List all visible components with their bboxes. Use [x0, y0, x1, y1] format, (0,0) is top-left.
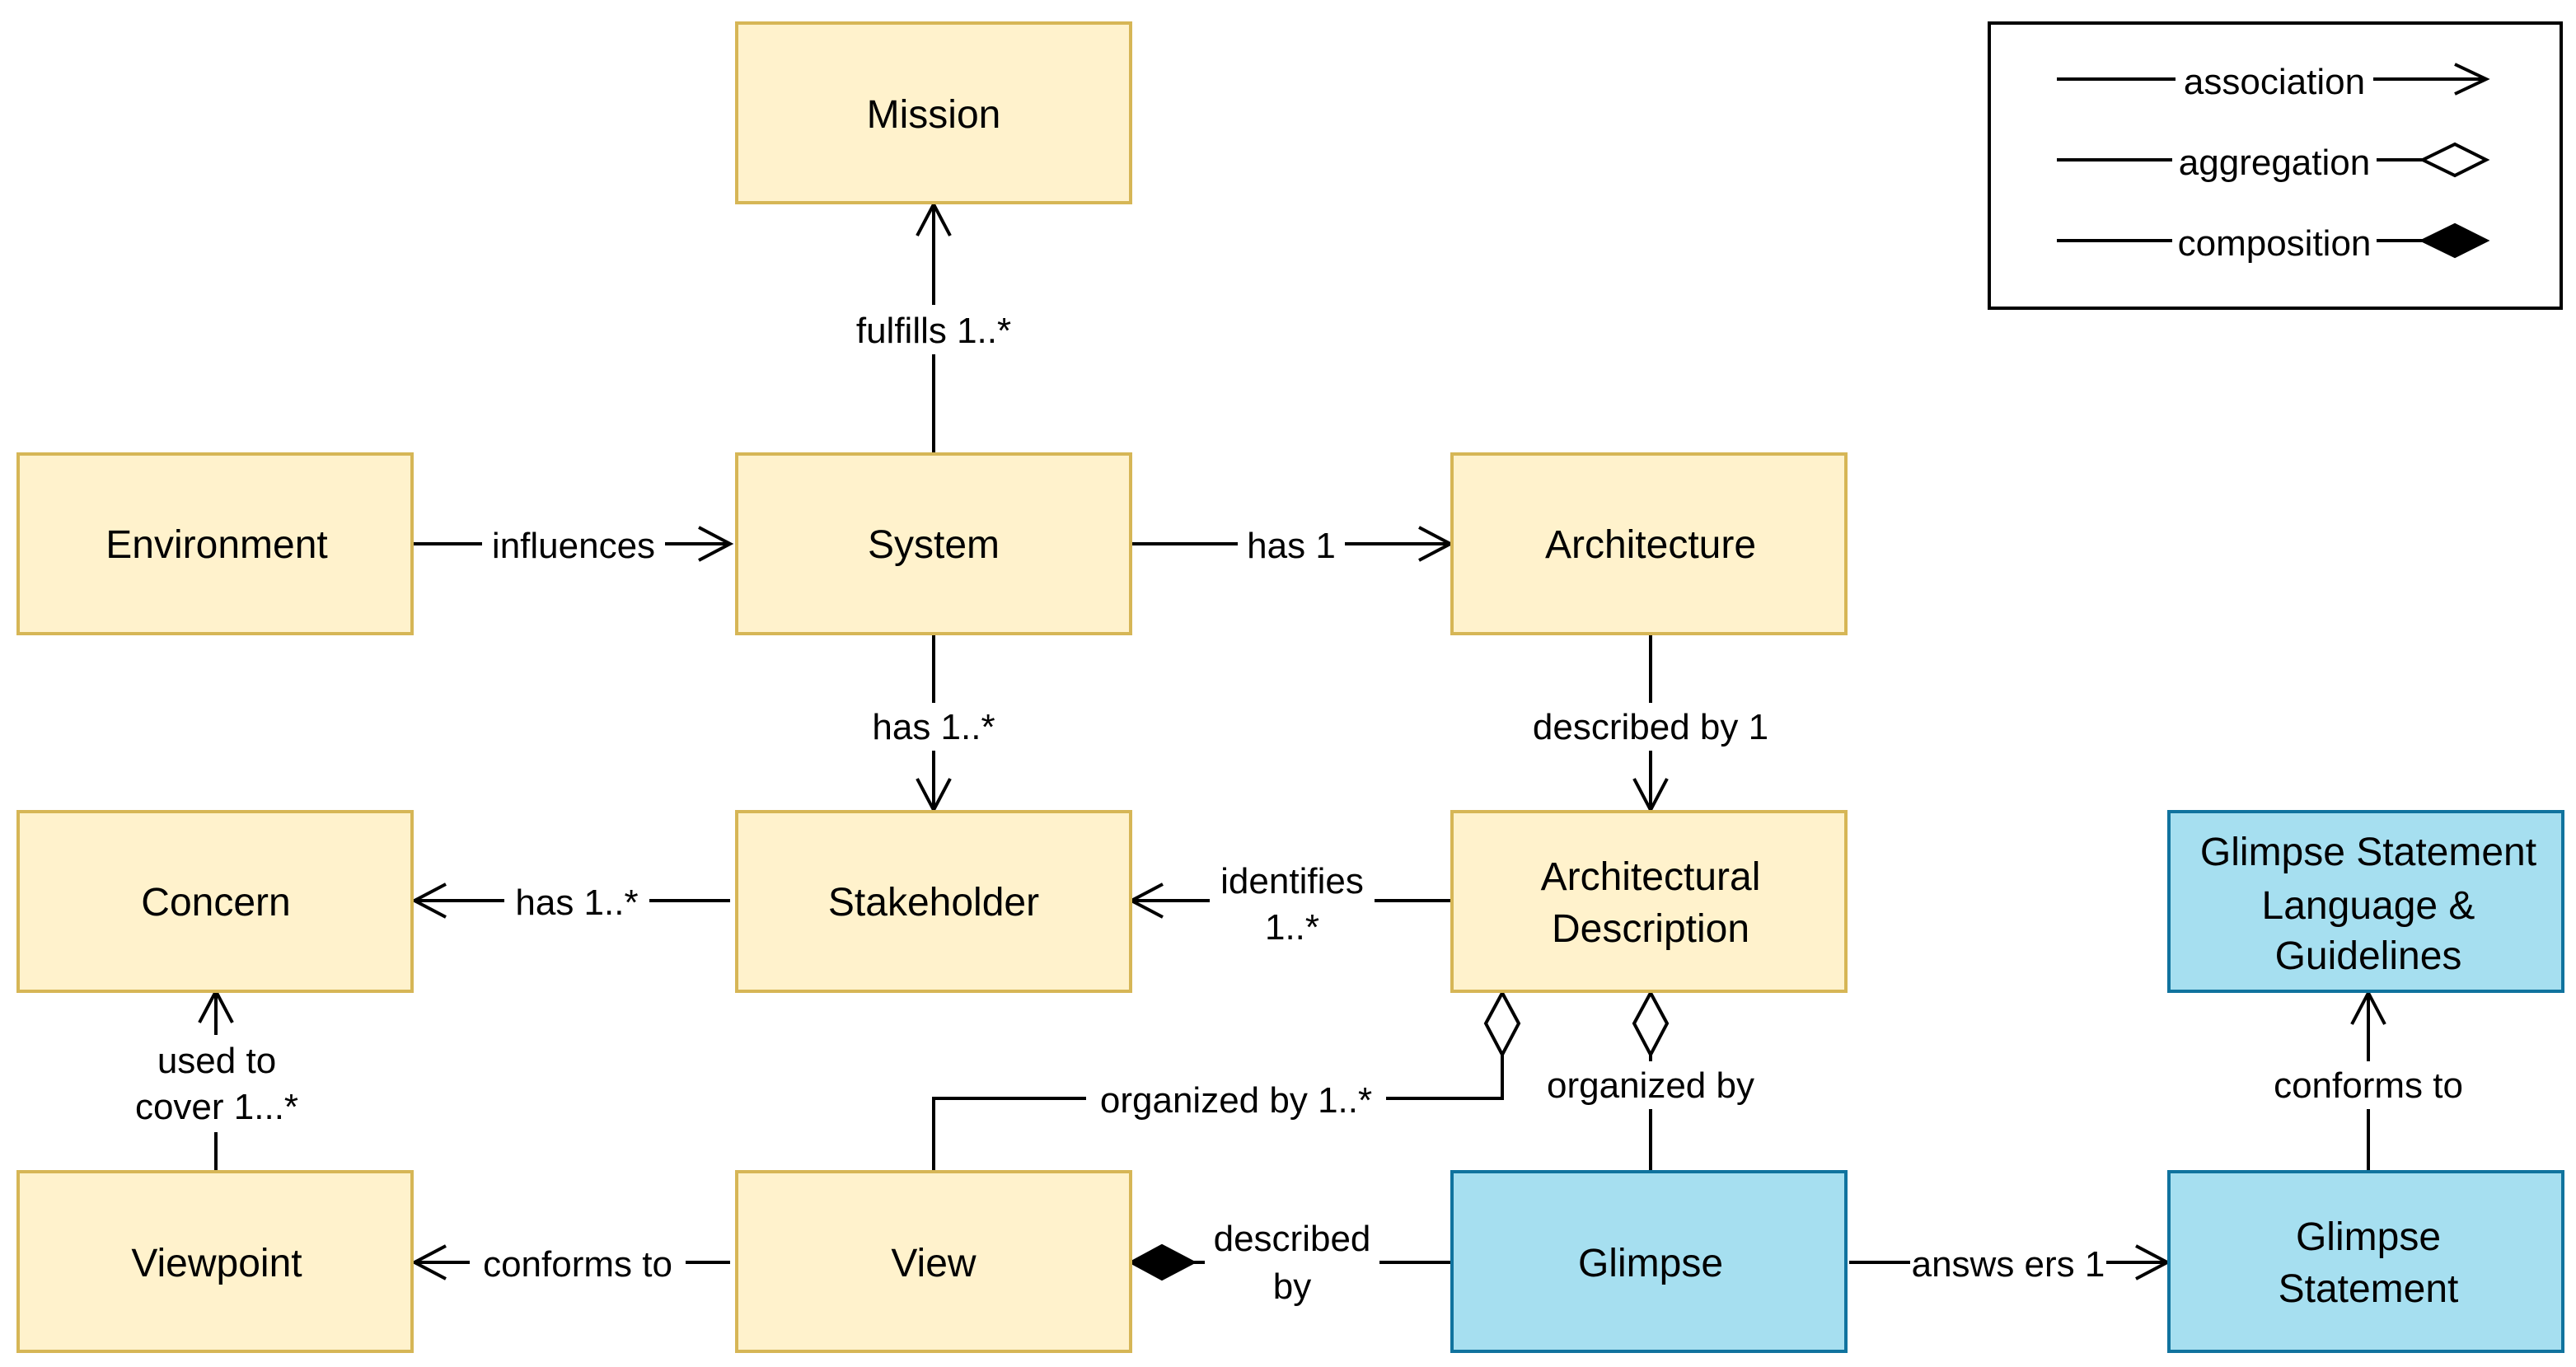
label-bg-view-described-by — [1205, 1215, 1379, 1312]
edge-label-view-described-by-line2: by — [1273, 1266, 1311, 1307]
edge-label-used-to-cover-line2: cover 1...* — [135, 1087, 298, 1127]
node-glimpse-statement-language-line2: Language & — [2262, 884, 2475, 928]
label-bg-stakeholder-concern — [504, 878, 649, 926]
node-environment-box — [16, 452, 414, 635]
node-architecture[interactable]: Architecture — [1450, 452, 1848, 635]
node-architecture-box — [1450, 452, 1848, 635]
edge-label-has-1: has 1 — [1247, 526, 1336, 566]
node-architectural-description-line1: Architectural — [1541, 855, 1761, 899]
edge-label-organized-by-glimpse: organized by — [1547, 1065, 1754, 1106]
edge-label-answers: answs ers 1 — [1912, 1244, 2105, 1285]
label-bg-organized-by-view — [1086, 1078, 1386, 1122]
label-bg-conforms-to-viewpoint — [470, 1240, 686, 1288]
node-stakeholder-label: Stakeholder — [828, 881, 1039, 925]
node-glimpse-box — [1450, 1170, 1848, 1353]
legend-composition-label: composition — [2178, 223, 2372, 264]
node-architectural-description-line2: Description — [1552, 907, 1749, 951]
edge-label-stakeholder-concern: has 1..* — [515, 882, 638, 923]
arrowhead-stakeholder-concern — [410, 882, 447, 919]
aggregation-diamond-view — [1483, 989, 1521, 1059]
node-viewpoint-label: Viewpoint — [131, 1242, 302, 1285]
node-viewpoint-box — [16, 1170, 414, 1353]
edge-label-described-by-1: described by 1 — [1533, 707, 1768, 747]
label-bg-described-by-1 — [1516, 703, 1785, 751]
node-glimpse-statement-language-line3: Guidelines — [2275, 934, 2462, 978]
node-system-label: System — [868, 523, 1000, 567]
node-architectural-description[interactable]: Architectural Description — [1450, 810, 1848, 993]
label-bg-system-stakeholder — [861, 703, 1006, 751]
node-concern-box — [16, 810, 414, 993]
label-bg-has-1 — [1238, 522, 1345, 569]
edge-label-conforms-to-viewpoint: conforms to — [483, 1244, 672, 1285]
edge-label-used-to-cover-line1: used to — [157, 1041, 276, 1081]
node-architecture-label: Architecture — [1545, 523, 1756, 567]
edge-label-identifies-line1: identifies — [1220, 861, 1364, 901]
edge-label-system-stakeholder: has 1..* — [872, 707, 995, 747]
node-glimpse-statement-line1: Glimpse — [2296, 1215, 2441, 1259]
legend-association-arrowhead — [2454, 63, 2490, 96]
node-mission[interactable]: Mission — [735, 21, 1132, 204]
label-bg-fulfills — [845, 305, 1023, 354]
edge-label-identifies-line2: 1..* — [1265, 907, 1319, 948]
node-system-box — [735, 452, 1132, 635]
node-stakeholder-box — [735, 810, 1132, 993]
edge-label-conforms-to-gsl: conforms to — [2274, 1065, 2463, 1106]
legend-aggregation-label: aggregation — [2179, 143, 2370, 183]
edge-label-view-described-by-line1: described — [1214, 1219, 1371, 1259]
legend: association aggregation composition — [1988, 21, 2563, 310]
legend-composition-label-bg — [2172, 221, 2377, 264]
node-environment-label: Environment — [105, 523, 327, 567]
node-glimpse[interactable]: Glimpse — [1450, 1170, 1848, 1353]
node-glimpse-statement-language-box — [2167, 810, 2564, 993]
arrowhead-conforms-to-viewpoint — [410, 1244, 447, 1280]
node-glimpse-statement-line2: Statement — [2279, 1267, 2459, 1311]
aggregation-diamond-glimpse — [1632, 989, 1670, 1059]
node-glimpse-statement-box — [2167, 1170, 2564, 1353]
legend-association-label: association — [2184, 62, 2365, 102]
node-glimpse-label: Glimpse — [1578, 1242, 1723, 1285]
node-glimpse-statement-language-line1: Glimpse Statement — [2200, 831, 2536, 874]
edge-labels: fulfills 1..* influences has 1 has 1..* … — [119, 305, 2475, 1312]
composition-diamond-view — [1127, 1243, 1197, 1281]
node-glimpse-statement[interactable]: Glimpse Statement — [2167, 1170, 2564, 1353]
node-glimpse-statement-language[interactable]: Glimpse Statement Language & Guidelines — [2167, 810, 2564, 993]
legend-aggregation-label-bg — [2172, 140, 2377, 183]
node-stakeholder[interactable]: Stakeholder — [735, 810, 1132, 993]
edge-label-fulfills: fulfills 1..* — [856, 311, 1011, 351]
node-view-box — [735, 1170, 1132, 1353]
edge-label-influences: influences — [492, 526, 655, 566]
node-viewpoint[interactable]: Viewpoint — [16, 1170, 414, 1353]
node-concern-label: Concern — [141, 881, 290, 925]
node-system[interactable]: System — [735, 452, 1132, 635]
node-view-label: View — [891, 1242, 977, 1285]
node-mission-label: Mission — [867, 93, 1001, 137]
node-mission-box — [735, 21, 1132, 204]
label-bg-organized-by-glimpse — [1538, 1061, 1763, 1109]
label-bg-answers — [1910, 1240, 2106, 1288]
label-bg-conforms-to-gsl — [2261, 1061, 2475, 1109]
legend-aggregation-diamond — [2419, 142, 2490, 178]
nodes: Mission Environment System Architecture … — [16, 21, 2564, 1353]
label-bg-influences — [482, 522, 665, 569]
node-view[interactable]: View — [735, 1170, 1132, 1353]
label-bg-identifies — [1210, 857, 1375, 954]
node-environment[interactable]: Environment — [16, 452, 414, 635]
node-architectural-description-box — [1450, 810, 1848, 993]
legend-association-label-bg — [2176, 59, 2373, 102]
node-concern[interactable]: Concern — [16, 810, 414, 993]
legend-composition-diamond — [2419, 222, 2490, 259]
arrowhead-influences — [698, 526, 734, 562]
edge-label-organized-by-view: organized by 1..* — [1100, 1080, 1372, 1121]
label-bg-used-to-cover — [119, 1035, 314, 1132]
